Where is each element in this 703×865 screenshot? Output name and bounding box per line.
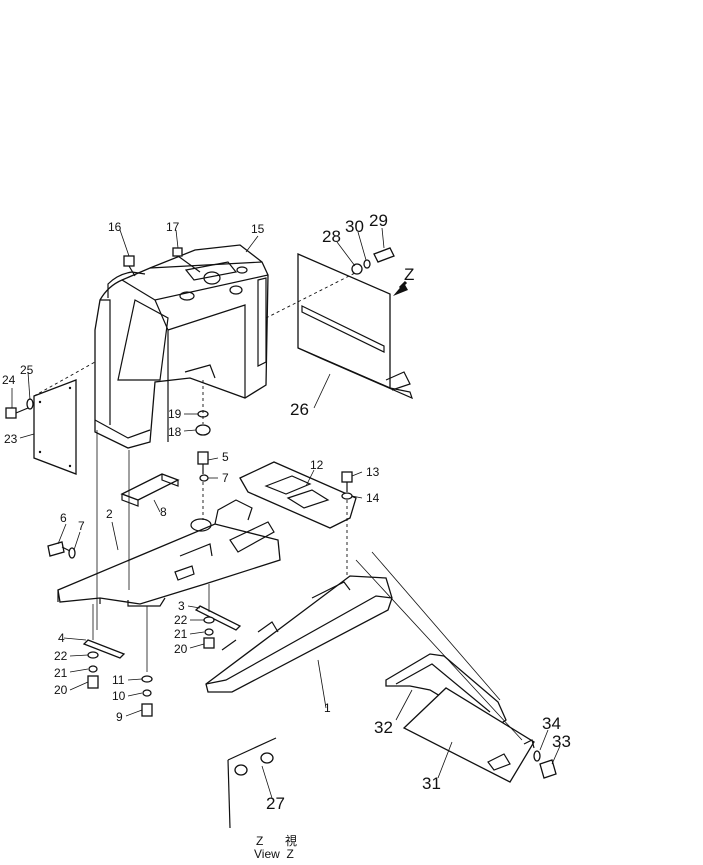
- part-7-washer-top: [199, 474, 209, 482]
- part-28-washer: [351, 263, 363, 275]
- part-5-bolt: [197, 451, 209, 474]
- part-11-washer: [141, 675, 153, 683]
- label-22-center: 22: [174, 613, 188, 627]
- label-z-arrow: Z: [404, 265, 414, 284]
- part-24-bolt: [5, 407, 29, 419]
- label-22-left: 22: [54, 649, 68, 663]
- label-3: 3: [178, 599, 185, 613]
- part-14-washer: [341, 492, 353, 500]
- part-20-bolt-center: [203, 637, 215, 649]
- label-10: 10: [112, 689, 126, 703]
- z-view-arrow: [393, 280, 408, 296]
- part-number-labels: 16 17 15 28 30 29 Z 25 24 23 26 19 18 5 …: [2, 211, 571, 813]
- view-z-caption: Z 視 View Z: [254, 833, 297, 861]
- part-4-strap: [82, 639, 126, 659]
- part-17-bolt: [172, 247, 201, 273]
- label-25: 25: [20, 363, 34, 377]
- label-20-left: 20: [54, 683, 68, 697]
- part-26-panel: [297, 253, 413, 400]
- caption-z-letter: Z: [256, 834, 263, 848]
- label-24: 24: [2, 373, 16, 387]
- label-15: 15: [251, 222, 265, 236]
- part-31-bracket: [402, 687, 535, 783]
- label-27: 27: [266, 794, 285, 813]
- part-8-bracket: [120, 473, 180, 507]
- label-2: 2: [106, 507, 113, 521]
- part-12-floor-plate: [239, 461, 357, 529]
- label-34: 34: [542, 714, 561, 733]
- view-z-inset: [227, 737, 277, 829]
- label-12: 12: [310, 458, 324, 472]
- label-21-left: 21: [54, 666, 68, 680]
- part-7-washer-left: [68, 547, 76, 559]
- label-20-center: 20: [174, 642, 188, 656]
- label-23: 23: [4, 432, 18, 446]
- label-4: 4: [58, 631, 65, 645]
- label-8: 8: [160, 505, 167, 519]
- label-28: 28: [322, 227, 341, 246]
- label-21-center: 21: [174, 627, 188, 641]
- label-26: 26: [290, 400, 309, 419]
- label-17: 17: [166, 220, 180, 234]
- part-22-washer-left: [87, 651, 99, 659]
- label-9: 9: [116, 710, 123, 724]
- label-19: 19: [168, 407, 182, 421]
- label-7-top: 7: [222, 471, 229, 485]
- part-20-bolt-left: [87, 675, 99, 689]
- caption-z-kanji: 視: [285, 833, 297, 848]
- label-33: 33: [552, 732, 571, 751]
- part-15-cover-housing: [94, 244, 269, 449]
- caption-view-z: View Z: [254, 847, 294, 860]
- part-25-washer: [26, 398, 34, 410]
- part-2-floor-frame: [57, 499, 281, 607]
- label-6: 6: [60, 511, 67, 525]
- part-3-strap: [194, 605, 242, 631]
- label-18: 18: [168, 425, 182, 439]
- part-23-side-plate: [33, 379, 77, 475]
- leader-lines: [11, 227, 561, 799]
- label-1: 1: [324, 701, 331, 715]
- part-10-washer: [142, 689, 152, 697]
- part-34-washer: [533, 750, 541, 762]
- label-5: 5: [222, 450, 229, 464]
- part-6-bolt: [47, 541, 73, 557]
- label-29: 29: [369, 211, 388, 230]
- part-21-washer-left: [88, 665, 98, 673]
- part-30-washer: [363, 259, 371, 269]
- part-13-bolt: [341, 471, 353, 492]
- part-9-bolt: [141, 703, 153, 717]
- label-7-left: 7: [78, 519, 85, 533]
- part-18-nut: [195, 424, 211, 436]
- label-11: 11: [112, 673, 125, 687]
- part-29-bolt: [373, 247, 395, 263]
- label-32: 32: [374, 718, 393, 737]
- part-22-washer-center: [203, 616, 215, 624]
- part-1-long-cover: [205, 575, 393, 693]
- part-21-washer-center: [204, 628, 214, 636]
- label-31: 31: [422, 774, 441, 793]
- label-30: 30: [345, 217, 364, 236]
- part-33-bolt: [539, 759, 557, 779]
- label-14: 14: [366, 491, 380, 505]
- label-16: 16: [108, 220, 122, 234]
- label-13: 13: [366, 465, 380, 479]
